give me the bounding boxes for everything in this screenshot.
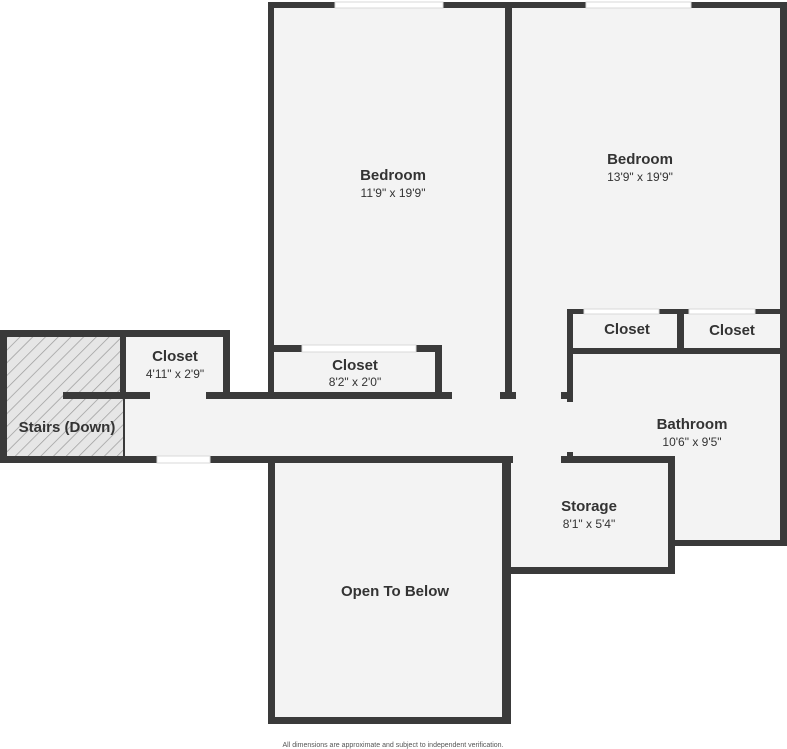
closet-small-dims: 4'11" x 2'9" xyxy=(146,367,204,381)
wall xyxy=(677,309,684,354)
window xyxy=(334,1,444,9)
storage-area xyxy=(510,460,672,570)
wall xyxy=(268,456,275,724)
door-opening xyxy=(452,392,500,399)
wall xyxy=(0,456,512,463)
wall xyxy=(567,309,573,463)
window xyxy=(585,1,692,9)
bedroom-left-name: Bedroom xyxy=(360,167,426,184)
wall xyxy=(780,2,787,546)
wall xyxy=(668,456,675,574)
bathroom-dims: 10'6" x 9'5" xyxy=(662,435,721,449)
wall xyxy=(505,456,675,463)
bedroom-left-dims: 11'9" x 19'9" xyxy=(361,186,426,200)
bedroom-right-area xyxy=(512,5,782,395)
window xyxy=(583,308,660,315)
bathroom-name: Bathroom xyxy=(657,416,728,433)
closet-right-a-name: Closet xyxy=(604,321,650,338)
door-opening xyxy=(516,392,561,399)
open-to-below-name: Open To Below xyxy=(341,583,449,600)
closet-right-b-name: Closet xyxy=(709,322,755,339)
wall xyxy=(567,309,782,314)
window xyxy=(301,344,417,353)
wall xyxy=(0,330,7,463)
bedroom-left-area xyxy=(272,5,505,395)
wall xyxy=(268,2,274,399)
door-opening xyxy=(513,456,561,463)
bedroom-right-name: Bedroom xyxy=(607,151,673,168)
room-labels: Bedroom 11'9" x 19'9" Bedroom 13'9" x 19… xyxy=(19,151,755,600)
wall xyxy=(223,330,230,399)
door-opening xyxy=(150,392,206,399)
wall xyxy=(0,330,230,337)
stairs-name: Stairs (Down) xyxy=(19,419,116,436)
window xyxy=(688,308,756,315)
wall xyxy=(672,540,787,546)
openings xyxy=(123,1,756,464)
storage-dims: 8'1" x 5'4" xyxy=(563,517,615,531)
storage-name: Storage xyxy=(561,498,617,515)
closet-hall-dims: 8'2" x 2'0" xyxy=(329,375,381,389)
disclaimer-note: All dimensions are approximate and subje… xyxy=(282,742,503,749)
wall xyxy=(435,345,442,397)
wall xyxy=(505,567,675,574)
closet-small-area xyxy=(125,335,226,395)
stairs-divider xyxy=(123,399,125,456)
wall xyxy=(502,456,511,724)
wall xyxy=(567,348,782,354)
wall xyxy=(268,717,511,724)
door-opening xyxy=(567,402,573,452)
wall xyxy=(63,392,573,399)
closet-hall-name: Closet xyxy=(332,357,378,374)
window xyxy=(156,455,211,464)
wall xyxy=(120,330,126,399)
room-fills xyxy=(5,5,782,718)
open-to-below-area xyxy=(274,462,507,718)
closet-small-name: Closet xyxy=(152,348,198,365)
wall xyxy=(505,2,512,399)
bedroom-right-dims: 13'9" x 19'9" xyxy=(607,170,673,184)
